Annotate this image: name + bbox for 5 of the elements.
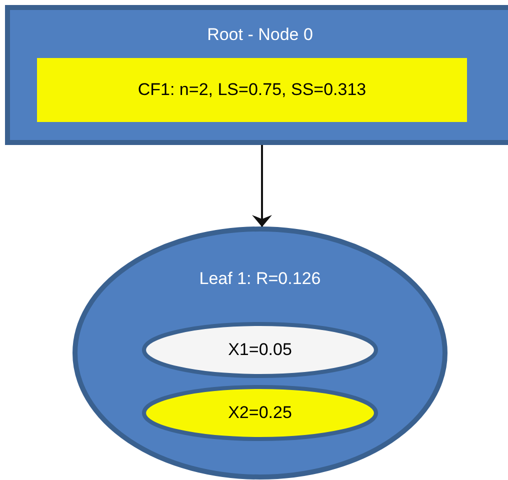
node-label: X1=0.05	[227, 340, 293, 360]
node-label: X2=0.25	[227, 403, 293, 423]
node-label: CF1: n=2, LS=0.75, SS=0.313	[136, 80, 368, 100]
node-title: Root - Node 0	[206, 25, 314, 45]
node-title: Leaf 1: R=0.126	[198, 269, 322, 289]
